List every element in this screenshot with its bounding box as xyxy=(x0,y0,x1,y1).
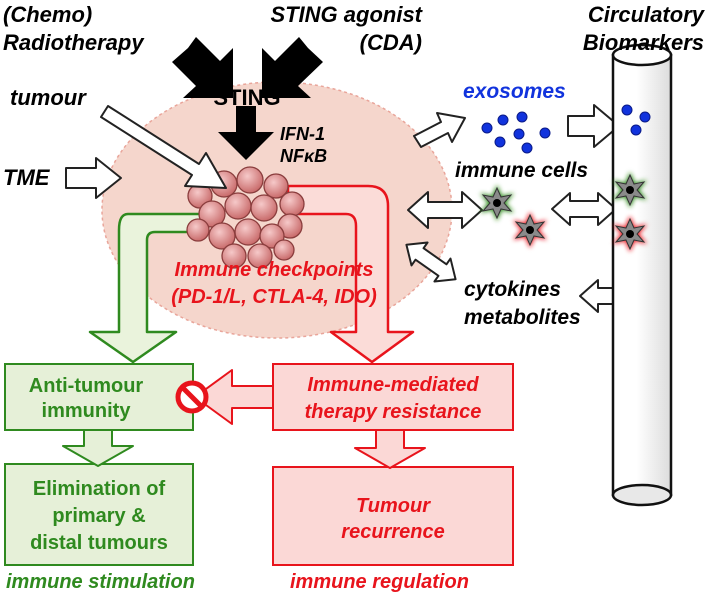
red-curved-arrow xyxy=(286,184,415,364)
sting-label: STING xyxy=(213,85,280,110)
elimination-text-1: Elimination of xyxy=(33,478,166,500)
tumour-arrow xyxy=(100,105,227,189)
exosome-dots xyxy=(481,104,651,154)
exosomes-arrow xyxy=(413,112,466,148)
immune-cell-icon xyxy=(613,216,647,252)
sting-down-arrow xyxy=(218,106,274,160)
immune-cell-icon xyxy=(613,172,647,208)
checkpoints-label: Immune checkpoints xyxy=(175,259,374,281)
resist-to-recur-arrow xyxy=(354,429,426,469)
exosomes-label: exosomes xyxy=(463,80,566,103)
anti-tumour-text-2: immunity xyxy=(42,400,132,422)
tumour-label: tumour xyxy=(10,85,87,110)
chemo-arrow xyxy=(172,37,233,98)
immune-cell-icon xyxy=(513,212,547,248)
resistance-text-1: Immune-mediated xyxy=(307,374,479,396)
elimination-text-3: distal tumours xyxy=(30,532,168,554)
recurrence-text-2: recurrence xyxy=(341,521,444,543)
chemo-label: (Chemo) xyxy=(3,2,92,27)
cytokines-label: cytokines xyxy=(464,278,561,301)
tme-label: TME xyxy=(3,165,51,190)
exosomes-to-tube-arrow xyxy=(567,104,620,148)
radiotherapy-label: Radiotherapy xyxy=(3,30,145,55)
ifn-label: IFN-1 xyxy=(280,124,325,144)
immune-cell-icon-group xyxy=(480,172,647,252)
elimination-text-2: primary & xyxy=(52,505,145,527)
green-curved-arrow xyxy=(88,186,207,364)
immune-cells-to-tube-arrow xyxy=(551,192,617,226)
blood-vessel-tube-icon xyxy=(611,43,673,507)
tumour-cell-cluster xyxy=(186,166,305,269)
cda-label: (CDA) xyxy=(360,30,422,55)
recurrence-text-1: Tumour xyxy=(356,495,431,517)
resist-to-anti-arrow xyxy=(194,369,274,425)
immune-cell-icon xyxy=(480,185,514,221)
biomarkers-label: Biomarkers xyxy=(583,30,704,55)
resistance-text-2: therapy resistance xyxy=(305,401,482,423)
immune-cells-double-arrow xyxy=(407,191,483,229)
metabolites-label: metabolites xyxy=(464,306,581,329)
anti-tumour-text-1: Anti-tumour xyxy=(29,375,144,397)
no-entry-icon xyxy=(175,380,209,414)
cytokines-double-arrow xyxy=(405,241,457,283)
immune-cells-label: immune cells xyxy=(455,159,588,182)
immune-regulation-label: immune regulation xyxy=(290,571,469,593)
tme-arrow xyxy=(65,157,122,199)
checkpoints-list-label: (PD-1/L, CTLA-4, IDO) xyxy=(171,286,377,308)
immune-stimulation-label: immune stimulation xyxy=(6,571,195,593)
nfkb-label: NFκB xyxy=(280,146,327,166)
sting-agonist-arrow xyxy=(262,37,323,98)
circulatory-label: Circulatory xyxy=(588,2,706,27)
anti-to-elim-arrow xyxy=(62,429,134,467)
sting-agonist-label: STING agonist xyxy=(270,2,423,27)
anti-tumour-box xyxy=(4,363,194,431)
